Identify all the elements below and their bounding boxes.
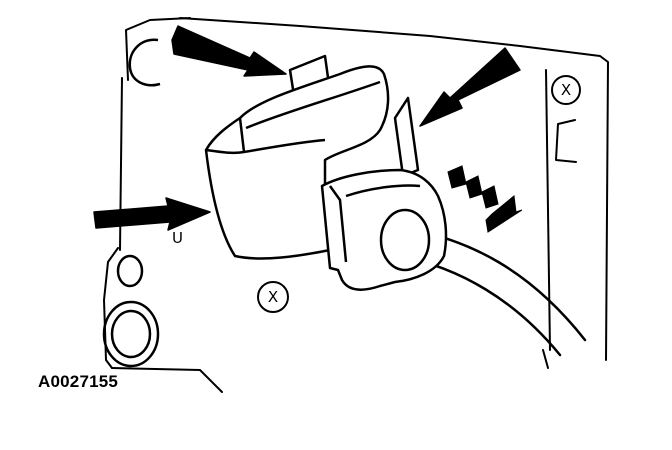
fastener-mark-lower: X	[257, 281, 289, 313]
boot-opening	[379, 208, 431, 272]
mounting-holes	[102, 38, 161, 368]
small-hole	[116, 254, 144, 288]
pull-direction-arrow	[447, 165, 523, 233]
connector-housing	[204, 65, 390, 260]
small-marking: U	[172, 229, 183, 247]
svg-text:X: X	[268, 288, 278, 306]
large-hole-inner	[110, 309, 152, 359]
retainer	[393, 96, 420, 178]
arrow-left	[93, 197, 211, 231]
fastener-mark-right: X	[551, 75, 581, 105]
arrow-top-right	[419, 47, 521, 127]
reference-code: A0027155	[38, 372, 119, 391]
large-hole-outer	[102, 300, 160, 368]
arrow-top-left	[171, 25, 287, 77]
top-hole	[128, 38, 161, 87]
electrical-connector	[204, 54, 448, 291]
svg-text:X: X	[561, 81, 571, 99]
bracket-outline	[103, 17, 609, 393]
